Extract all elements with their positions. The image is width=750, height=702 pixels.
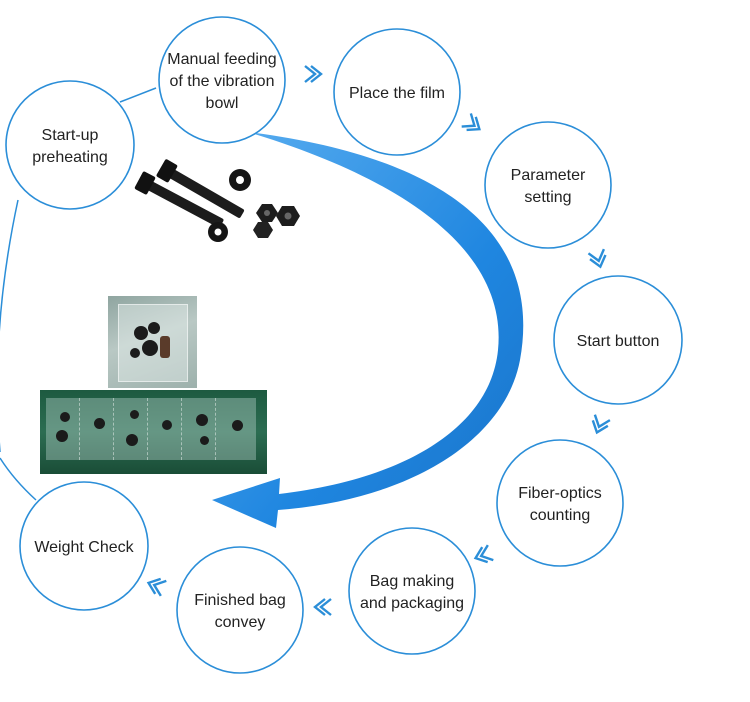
step-label: Start-up bbox=[42, 127, 99, 144]
step-circle bbox=[348, 527, 476, 655]
step-label: Start button bbox=[577, 333, 660, 350]
step-fiber-optics: Fiber-optics counting bbox=[496, 439, 624, 567]
step-label: Place the film bbox=[349, 85, 445, 102]
chevron-arrow-icon bbox=[591, 414, 611, 435]
step-label: bowl bbox=[206, 95, 239, 112]
step-bag-making: Bag making and packaging bbox=[348, 527, 476, 655]
step-label: and packaging bbox=[360, 595, 464, 612]
step-parameter-setting: Parameter setting bbox=[484, 121, 612, 249]
step-circles: Manual feeding of the vibration bowl Place … bbox=[5, 16, 683, 674]
step-label: Finished bag bbox=[194, 592, 286, 609]
step-label: convey bbox=[215, 614, 266, 631]
bolts-nuts-washers-icon bbox=[134, 159, 300, 242]
chevron-arrow-icon bbox=[304, 65, 323, 83]
chevron-arrow-icon bbox=[473, 544, 494, 564]
step-circle bbox=[176, 546, 304, 674]
step-circle bbox=[496, 439, 624, 567]
step-label: Bag making bbox=[370, 573, 455, 590]
step-label: of the vibration bbox=[170, 73, 275, 90]
step-label: counting bbox=[530, 507, 591, 524]
step-label: Parameter bbox=[511, 167, 586, 184]
step-manual-feeding: Manual feeding of the vibration bowl bbox=[158, 16, 286, 144]
chevron-arrow-icon bbox=[461, 113, 481, 132]
step-circle bbox=[158, 16, 286, 144]
cycle-line-top bbox=[119, 87, 157, 103]
step-place-film: Place the film bbox=[333, 28, 461, 156]
step-circle bbox=[484, 121, 612, 249]
step-weight-check: Weight Check bbox=[19, 481, 149, 611]
step-arrows bbox=[146, 65, 611, 616]
step-circle bbox=[19, 481, 149, 611]
cycle-line-left bbox=[0, 199, 19, 452]
small-bag-photo bbox=[108, 296, 197, 388]
chevron-arrow-icon bbox=[313, 598, 332, 616]
step-finished-bag: Finished bag convey bbox=[176, 546, 304, 674]
step-circle bbox=[5, 80, 135, 210]
bag-strip-photo bbox=[40, 390, 267, 474]
step-circle bbox=[333, 28, 461, 156]
chevron-arrow-icon bbox=[587, 248, 607, 269]
step-circle bbox=[553, 275, 683, 405]
chevron-arrow-icon bbox=[146, 577, 167, 597]
step-label: Fiber-optics bbox=[518, 485, 602, 502]
step-start-button: Start button bbox=[553, 275, 683, 405]
step-label: Weight Check bbox=[34, 539, 134, 556]
step-start-up: Start-up preheating bbox=[5, 80, 135, 210]
step-label: setting bbox=[524, 189, 571, 206]
step-label: Manual feeding bbox=[167, 51, 276, 68]
step-label: preheating bbox=[32, 149, 108, 166]
cycle-line-left-lower bbox=[0, 457, 37, 501]
